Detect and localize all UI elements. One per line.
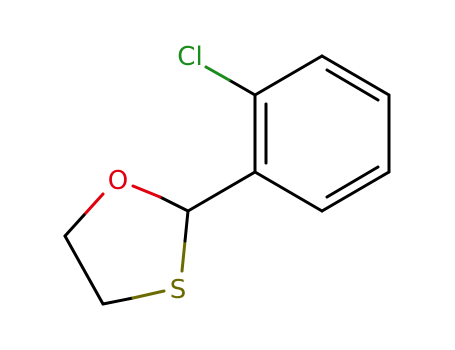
bond-s-c2-carbon-half	[183, 209, 190, 243]
oxathiolane-ring	[63, 184, 190, 306]
bond-c4-s-carbon-half	[101, 296, 135, 306]
bond-c5-c4	[63, 234, 105, 306]
bond-o-c5-oxygen-half	[82, 192, 105, 217]
bond-c5-c6	[253, 170, 324, 213]
bond-c-cl-chlorine-half	[204, 65, 231, 82]
bond-c-cl	[204, 65, 257, 97]
bond-c2-o-oxygen-half	[131, 184, 162, 199]
bond-c4-c5	[320, 170, 391, 213]
oxygen-atom-label: O	[108, 166, 128, 196]
bond-c-cl-carbon-half	[227, 78, 257, 97]
bond-c2-c3	[320, 54, 391, 97]
benzene-ring	[253, 54, 391, 213]
sulfur-atom-label: S	[170, 275, 187, 305]
bond-c2-o-carbon-half	[158, 195, 190, 213]
bond-s-c2-sulfur-half	[180, 239, 187, 273]
bond-c1-c2	[253, 54, 324, 97]
double-bond-inner-3	[325, 165, 380, 199]
double-bond-inner-2	[325, 68, 380, 102]
chlorine-atom-label: Cl	[177, 42, 202, 72]
bond-ring-to-acetal	[186, 170, 257, 213]
bond-o-c5-carbon-half	[63, 213, 86, 238]
bond-c4-s-sulfur-half	[131, 289, 166, 300]
